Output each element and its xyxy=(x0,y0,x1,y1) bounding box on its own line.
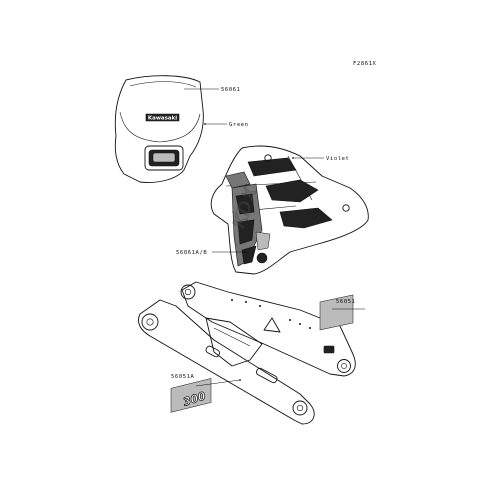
callout-56051a: 56051A xyxy=(171,374,195,380)
figure-code: F2861X xyxy=(353,61,377,67)
callout-green: Green xyxy=(229,122,249,128)
callout-56061a-b: 56061A/B xyxy=(176,250,207,256)
swingarm xyxy=(138,281,356,425)
swingarm-decal-56051a xyxy=(170,378,212,413)
kawasaki-logo-strip xyxy=(145,113,180,122)
callout-56051: 56051 xyxy=(336,299,356,305)
radiator-shroud xyxy=(210,145,369,275)
kawasaki-logo: Kawasaki xyxy=(148,116,177,122)
callout-violet: Violet xyxy=(326,156,349,162)
leader-56051a xyxy=(195,379,241,387)
callout-56061: 56061 xyxy=(221,87,241,93)
headlight-number-plate xyxy=(114,75,204,183)
